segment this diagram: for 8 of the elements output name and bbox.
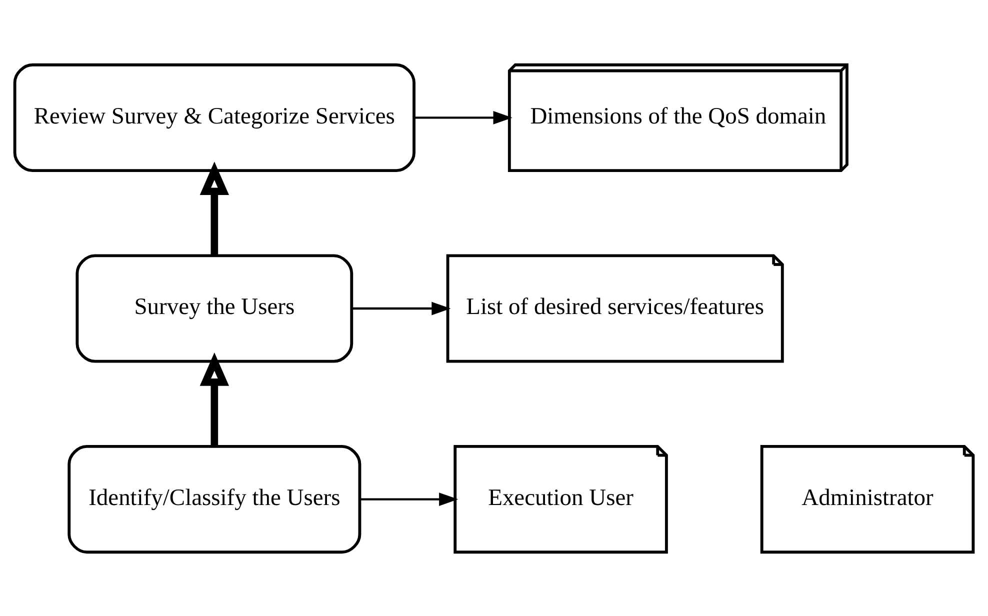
- node-box: Identify/Classify the Users: [68, 444, 362, 554]
- arrow: [200, 161, 230, 255]
- node-box: Review Survey & Categorize Services: [13, 62, 416, 172]
- arrow: [352, 301, 451, 315]
- arrow: [360, 492, 458, 506]
- arrow: [200, 352, 230, 446]
- arrow: [414, 110, 512, 124]
- node-box: Survey the Users: [76, 254, 354, 362]
